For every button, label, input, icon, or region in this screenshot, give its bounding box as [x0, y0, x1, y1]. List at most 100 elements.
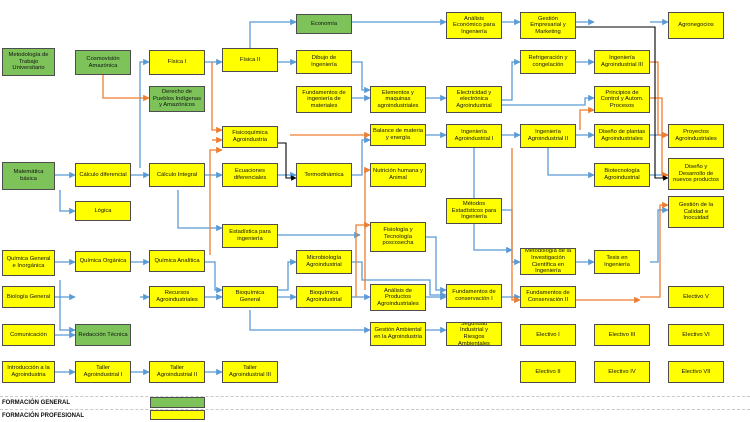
course-cosmovision[interactable]: Cosmovisión Amazónica [75, 50, 131, 75]
course-ing-agro3[interactable]: Ingeniería Agroindustrial III [594, 50, 650, 74]
edge [278, 142, 297, 181]
edge [355, 221, 371, 297]
course-gestion-calidad[interactable]: Gestión de la Calidad e Inocuidad [668, 196, 724, 228]
course-taller1[interactable]: Taller Agroindustrial I [75, 361, 131, 383]
course-fundamentos-materiales[interactable]: Fundamentos de ingeniería de materiales [296, 86, 352, 113]
edge [502, 58, 521, 101]
course-logica[interactable]: Lógica [75, 201, 131, 221]
edge [576, 26, 669, 181]
course-quimica-analitica[interactable]: Química Analítica [149, 250, 205, 272]
edge [209, 146, 223, 255]
edge [579, 106, 595, 130]
legend-profesional-label: FORMACIÓN PROFESIONAL [2, 413, 84, 419]
course-diseno-plantas[interactable]: Diseño de plantas Agroindustriales [594, 124, 650, 148]
course-refrigeracion[interactable]: Refrigeración y congelación [520, 50, 576, 74]
course-tesis[interactable]: Tesis en Ingeniería [594, 250, 640, 274]
edge [205, 261, 223, 294]
course-introduccion[interactable]: Introducción a la Agroindustria [2, 361, 55, 383]
course-electivo-1[interactable]: Electivo I [520, 324, 576, 346]
edge [426, 236, 447, 294]
course-electivo-3[interactable]: Electivo III [594, 324, 650, 346]
course-electivo-5[interactable]: Electivo V [668, 286, 724, 308]
legend-divider [0, 409, 750, 410]
course-gestion-ambiental[interactable]: Gestión Ambiental en la Agroindustria [370, 322, 426, 346]
edge [502, 209, 521, 266]
course-principios[interactable]: Principios de Control y Autom. Procesos [594, 86, 650, 113]
edge [473, 148, 513, 254]
course-economia[interactable]: Economía [296, 14, 352, 34]
course-recursos[interactable]: Recursos Agroindustriales [149, 286, 205, 308]
edge [511, 148, 521, 304]
course-comunicacion[interactable]: Comunicación [2, 324, 55, 346]
edge [547, 148, 595, 179]
course-biotecnologia[interactable]: Biotecnología Agroindustrial [594, 163, 650, 187]
course-ing-agro1[interactable]: Ingeniería Agroindustrial I [446, 124, 502, 148]
course-analisis-economico[interactable]: Análisis Económico para Ingeniería [446, 12, 502, 39]
course-fisiologia[interactable]: Fisiología y Tecnología poscosecha [370, 222, 426, 252]
course-electivo-2[interactable]: Electivo II [520, 361, 576, 383]
course-dibujo[interactable]: Dibujo de Ingeniería [296, 50, 352, 74]
edge [352, 261, 447, 299]
course-quimica-organica[interactable]: Química Orgánica [75, 251, 131, 272]
edge [650, 61, 669, 139]
legend-general-swatch [150, 397, 205, 408]
course-nutricion[interactable]: Nutrición humana y Animal [370, 163, 426, 187]
course-fisica1[interactable]: Física I [149, 50, 205, 75]
legend-divider [0, 396, 750, 397]
course-fundamentos2[interactable]: Fundamentos de Conservación II [520, 286, 576, 308]
course-ecuaciones[interactable]: Ecuaciones diferenciales [222, 163, 278, 187]
edge [59, 190, 76, 215]
course-taller3[interactable]: Taller Agroindustrial III [222, 361, 278, 383]
edge [102, 75, 150, 102]
legend-general-label: FORMACIÓN GENERAL [2, 400, 70, 406]
course-metodologia-inv[interactable]: Metodología de la Investigación Científi… [520, 248, 576, 275]
edge [364, 166, 371, 290]
course-taller2[interactable]: Taller Agroindustrial II [149, 361, 205, 383]
edge [177, 190, 223, 232]
course-agronegocios[interactable]: Agronegocios [668, 12, 724, 39]
course-calculo-integral[interactable]: Cálculo Integral [149, 163, 205, 187]
course-electricidad[interactable]: Electricidad y electrónica Agroindustria… [446, 86, 502, 113]
course-derecho[interactable]: Derecho de Pueblos Indígenas y Amazónico… [149, 86, 205, 112]
edge [139, 58, 150, 168]
edge [352, 136, 371, 176]
course-calculo-diferencial[interactable]: Cálculo diferencial [75, 163, 131, 187]
course-biologia[interactable]: Biología General [2, 286, 55, 308]
edge [278, 258, 297, 291]
course-proyectos[interactable]: Proyectos Agroindustriales [668, 124, 724, 148]
course-elementos[interactable]: Elementos y maquinas agroindustriales [370, 86, 426, 113]
course-termodinamica[interactable]: Termodinámica [296, 163, 352, 187]
course-matematica[interactable]: Matemática básica [2, 162, 55, 190]
course-bioquimica-agro[interactable]: Bioquímica Agroindustrial [296, 286, 352, 308]
course-electivo-7[interactable]: Electivo VII [668, 361, 724, 383]
course-analisis[interactable]: Análisis de Productos Agroindustriales [370, 284, 426, 311]
course-fisicoquimica[interactable]: Fisicoquímica Agroindustria [222, 126, 278, 148]
edge [249, 18, 297, 48]
course-fisica2[interactable]: Física II [222, 48, 278, 72]
edge [59, 280, 76, 334]
course-bioquimica-general[interactable]: Bioquímica General [222, 286, 278, 308]
course-quimica-general[interactable]: Química General e Inorgánica [2, 250, 55, 276]
edge [211, 62, 223, 134]
course-metodos[interactable]: Métodos Estadísticos para Ingeniería [446, 198, 502, 224]
edge [650, 97, 669, 179]
edge [650, 206, 669, 263]
course-metodologia[interactable]: Metodología de Trabajo Universitario [2, 48, 55, 76]
edge [352, 61, 371, 94]
edge [249, 310, 371, 334]
edge [502, 94, 595, 106]
edge [640, 201, 669, 298]
course-electivo-4[interactable]: Electivo IV [594, 361, 650, 383]
course-diseno-desarrollo[interactable]: Diseño y Desarrollo de nuevos productos [668, 158, 724, 190]
course-gestion-empresarial[interactable]: Gestión Empresarial y Marketing [520, 12, 576, 39]
course-estadistica[interactable]: Estadística para ingeniería [222, 224, 278, 248]
course-electivo-6[interactable]: Electivo VI [668, 324, 724, 346]
course-balance[interactable]: Balance de materia y energía [370, 124, 426, 146]
course-redaccion[interactable]: Redacción Técnica [75, 324, 131, 346]
course-ing-agro2[interactable]: Ingeniería Agroindustrial II [520, 124, 576, 148]
course-microbiologia[interactable]: Microbiología Agroindustrial [296, 250, 352, 274]
course-seguridad[interactable]: Seguridad Industrial y Riesgos Ambiental… [446, 322, 502, 346]
course-fundamentos1[interactable]: Fundamentos de conservación I [446, 284, 502, 308]
